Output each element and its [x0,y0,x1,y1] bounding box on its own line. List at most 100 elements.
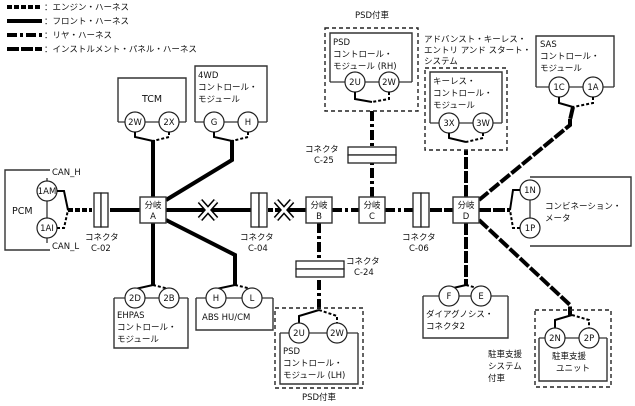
svg-text:1AM: 1AM [38,187,57,197]
svg-text:C-04: C-04 [248,244,268,254]
can-h-label: CAN_H [52,168,81,178]
svg-text:4WD: 4WD [198,71,219,81]
svg-text:PSD付車: PSD付車 [355,10,390,21]
svg-text:EHPAS: EHPAS [117,311,145,321]
svg-text:駐車支援: 駐車支援 [488,349,523,360]
svg-text:コントロール・: コントロール・ [540,52,600,62]
svg-text:エントリ アンド スタート・: エントリ アンド スタート・ [424,46,531,56]
svg-text:アドバンスト・キーレス・: アドバンスト・キーレス・ [424,35,526,45]
svg-text:分岐: 分岐 [144,200,162,211]
svg-text:コントロール・: コントロール・ [117,323,177,333]
keyless-module: アドバンスト・キーレス・ エントリ アンド スタート・ システム キーレス・ コ… [424,35,531,151]
legend-rear-label: ：リヤ・ハーネス [44,31,112,41]
sas-module: SAS コントロール・ モジュール 1C 1A [535,35,615,121]
svg-text:コントロール・: コントロール・ [333,50,393,60]
svg-text:C: C [369,212,375,222]
svg-text:コンビネーション・: コンビネーション・ [545,202,621,212]
svg-text:コネクタ: コネクタ [305,145,339,155]
svg-text:コントロール・: コントロール・ [198,83,258,93]
wire-a-abs [165,218,237,285]
svg-text:コネクタ2: コネクタ2 [426,322,465,332]
svg-text:2W: 2W [382,78,396,88]
connector-c25: コネクタ C-25 [305,145,397,166]
wire-d-parking [477,218,572,315]
svg-text:E: E [478,292,483,302]
svg-text:1P: 1P [525,224,536,234]
svg-text:1AI: 1AI [40,224,54,234]
junction-a: 分岐 A [139,196,167,224]
svg-text:PSD付車: PSD付車 [302,392,337,403]
svg-text:L: L [250,294,255,304]
svg-text:メータ: メータ [545,214,571,224]
svg-text:1A: 1A [587,83,598,93]
svg-text:2D: 2D [129,294,141,304]
legend: ：エンジン・ハーネス ：フロント・ハーネス ：リヤ・ハーネス ：インストルメント… [7,3,197,55]
connector-c24: コネクタ C-24 [295,257,380,278]
svg-text:ユニット: ユニット [556,364,590,374]
svg-text:モジュール (LH): モジュール (LH) [283,371,345,381]
psd-lh-module: 2U 2W PSD コントロール・ モジュール (LH) PSD付車 [274,307,364,403]
svg-text:1C: 1C [553,83,564,93]
svg-text:D: D [463,212,470,222]
4wd-module: 4WD コントロール・ モジュール G H [194,65,268,142]
svg-text:C-06: C-06 [409,244,429,254]
svg-text:2W: 2W [128,118,142,128]
svg-text:コネクタ: コネクタ [346,257,380,267]
svg-text:2X: 2X [163,118,174,128]
svg-text:SAS: SAS [540,40,557,50]
svg-text:2U: 2U [293,329,305,339]
svg-text:PSD: PSD [283,347,301,357]
svg-text:キーレス・: キーレス・ [433,77,476,87]
svg-text:分岐: 分岐 [363,200,381,211]
psd-rh-module: PSD付車 PSD コントロール・ モジュール (RH) 2U 2W [324,10,419,112]
svg-text:F: F [447,292,452,302]
svg-text:コネクタ: コネクタ [240,233,274,243]
svg-text:TCM: TCM [141,94,162,105]
svg-text:駐車支援: 駐車支援 [552,351,587,362]
svg-text:A: A [150,212,156,222]
junction-b: 分岐 B [305,196,333,224]
svg-text:モジュール (RH): モジュール (RH) [333,62,397,72]
svg-text:モジュール: モジュール [540,64,582,74]
svg-text:2B: 2B [163,294,174,304]
tcm-module: TCM 2W 2X [117,77,187,142]
svg-text:C-02: C-02 [91,244,111,254]
svg-text:3X: 3X [443,119,454,129]
wire-a-4wd [164,140,234,202]
svg-text:C-24: C-24 [354,268,374,278]
connector-c06: コネクタ C-06 [402,192,436,254]
connector-c02: コネクタ C-02 [85,192,119,254]
svg-text:モジュール: モジュール [198,95,240,105]
svg-text:ABS HU/CM: ABS HU/CM [202,313,250,323]
svg-text:コントロール・: コントロール・ [433,89,493,99]
svg-text:モジュール: モジュール [433,101,475,111]
pcm-label: PCM [12,206,33,217]
legend-instrument-label: ：インストルメント・パネル・ハーネス [44,45,197,55]
parking-assist-module: 駐車支援 システム 付車 2N 2P 駐車支援 ユニット [488,309,612,388]
svg-text:ダイアグノシス・: ダイアグノシス・ [426,309,493,320]
svg-text:システム: システム [488,362,522,372]
svg-text:コントロール・: コントロール・ [283,359,343,369]
abs-module: H L ABS HU/CM [195,284,274,331]
junction-d: 分岐 D [452,196,480,224]
svg-text:H: H [213,294,219,304]
svg-text:2W: 2W [330,329,344,339]
svg-text:2P: 2P [584,334,595,344]
svg-text:付車: 付車 [488,373,506,384]
legend-front-label: ：フロント・ハーネス [44,17,129,27]
svg-text:C-25: C-25 [314,156,334,166]
svg-text:3W: 3W [476,119,490,129]
combination-meter-module: 1N 1P コンビネーション・ メータ [509,176,632,247]
svg-text:G: G [211,118,218,128]
svg-text:コネクタ: コネクタ [85,233,119,243]
legend-engine-label: ：エンジン・ハーネス [44,3,129,13]
svg-text:コネクタ: コネクタ [402,233,436,243]
svg-text:モジュール: モジュール [117,335,159,345]
diagnosis-connector-module: F E ダイアグノシス・ コネクタ2 [422,284,509,339]
svg-text:分岐: 分岐 [310,200,328,211]
svg-text:分岐: 分岐 [457,200,475,211]
pcm-module: PCM 1AM 1AI CAN_H CAN_L [4,168,81,252]
svg-text:2N: 2N [549,334,561,344]
svg-text:システム: システム [424,57,458,67]
